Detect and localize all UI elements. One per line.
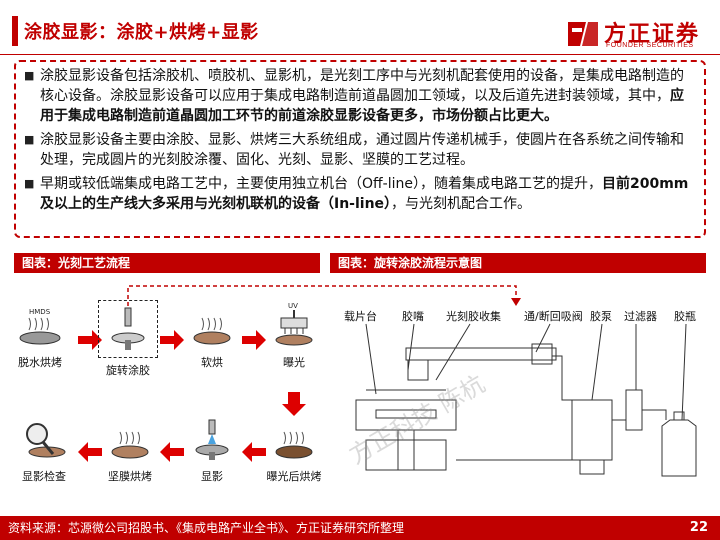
step-label: 显影检查 xyxy=(22,470,66,483)
figure-title-spin-coat: 图表：旋转涂胶流程示意图 xyxy=(330,253,706,273)
title-accent-bar xyxy=(12,16,18,46)
bullet-square-icon: ■ xyxy=(24,69,35,82)
step-label: 显影 xyxy=(201,470,223,483)
post-exposure-bake-icon xyxy=(275,431,313,459)
figure-title-process: 图表：光刻工艺流程 xyxy=(14,253,320,273)
diagram-label-bottle: 胶瓶 xyxy=(674,310,696,323)
step-develop: 显影 xyxy=(182,414,242,484)
step-label: 软烘 xyxy=(201,356,223,369)
founder-logo-icon xyxy=(568,22,598,46)
step-spin-coat: 旋转涂胶 xyxy=(98,300,158,378)
source-note: 资料来源：芯源微公司招股书、《集成电路产业全书》、方正证券研究所整理 xyxy=(8,521,405,535)
bullet-item: ■ 早期或较低端集成电路工艺中，主要使用独立机台（Off-line），随着集成电… xyxy=(24,174,696,214)
bullet-square-icon: ■ xyxy=(24,133,35,146)
step-label: 曝光后烘烤 xyxy=(266,470,322,483)
inspection-icon xyxy=(26,423,66,458)
logo-chinese: 方正证券 xyxy=(604,22,701,47)
bullet-tail: ，与光刻机配合工作。 xyxy=(391,196,532,212)
spin-coat-icon xyxy=(111,307,145,350)
step-label: 曝光 xyxy=(283,356,305,369)
summary-box: ■ 涂胶显影设备包括涂胶机、喷胶机、显影机，是光刻工序中与光刻机配套使用的设备，… xyxy=(14,60,706,238)
logo-english: FOUNDER SECURITIES xyxy=(606,42,694,49)
diagram-label-nozzle: 胶嘴 xyxy=(402,310,424,323)
bullet-square-icon: ■ xyxy=(24,177,35,190)
exposure-icon: UV xyxy=(275,302,313,346)
spin-coat-diagram: 载片台 胶嘴 光刻胶收集 通/断回吸阀 胶泵 过滤器 胶瓶 xyxy=(336,300,706,496)
bullet-item: ■ 涂胶显影设备包括涂胶机、喷胶机、显影机，是光刻工序中与光刻机配套使用的设备，… xyxy=(24,66,696,126)
step-label: 旋转涂胶 xyxy=(106,364,150,377)
hmds-label: HMDS xyxy=(29,308,51,316)
bullet-emphasis: 应用于集成电路制造前道晶圆加工环节的前道涂胶显影设备更多，市场份额占比更大。 xyxy=(40,88,684,124)
step-exposure: UV 曝光 xyxy=(264,300,324,370)
page-number: 22 xyxy=(689,520,708,535)
step-inspection: 显影检查 xyxy=(14,414,74,484)
step-post-exposure-bake: 曝光后烘烤 xyxy=(262,414,326,484)
header-divider xyxy=(0,54,720,55)
diagram-label-suckback-valve: 通/断回吸阀 xyxy=(524,310,583,323)
bullet-text: 涂胶显影设备主要由涂胶、显影、烘烤三大系统组成，通过圆片传递机械手，使圆片在各系… xyxy=(40,132,684,168)
diagram-label-wafer-stage: 载片台 xyxy=(344,310,377,323)
step-soft-bake: 软烘 xyxy=(182,300,242,370)
diagram-label-resist-collect: 光刻胶收集 xyxy=(446,310,501,323)
develop-icon xyxy=(195,419,229,460)
step-dehydration-bake: HMDS 脱水烘烤 xyxy=(10,300,70,370)
diagram-label-filter: 过滤器 xyxy=(624,310,657,323)
footer-bar: 资料来源：芯源微公司招股书、《集成电路产业全书》、方正证券研究所整理 22 xyxy=(0,516,720,540)
page-title: 涂胶显影：涂胶+烘烤+显影 xyxy=(24,22,259,43)
soft-bake-icon xyxy=(193,317,231,345)
bullet-item: ■ 涂胶显影设备主要由涂胶、显影、烘烤三大系统组成，通过圆片传递机械手，使圆片在… xyxy=(24,130,696,170)
step-label: 坚膜烘烤 xyxy=(108,470,152,483)
uv-label: UV xyxy=(288,302,298,310)
dehydration-bake-icon: HMDS xyxy=(19,308,61,345)
bullet-text: 早期或较低端集成电路工艺中，主要使用独立机台（Off-line），随着集成电路工… xyxy=(40,176,602,192)
founder-logo: 方正证券 FOUNDER SECURITIES xyxy=(566,14,712,54)
step-label: 脱水烘烤 xyxy=(18,356,62,369)
bullet-emphasis: 目前200mm及以上的生产线大多采用与光刻机联机的设备（In-line） xyxy=(40,176,689,212)
diagram-label-pump: 胶泵 xyxy=(590,310,612,323)
spin-coat-machine-drawing xyxy=(355,323,697,477)
hard-bake-icon xyxy=(111,431,149,459)
bullet-text: 涂胶显影设备包括涂胶机、喷胶机、显影机，是光刻工序中与光刻机配套使用的设备，是集… xyxy=(40,68,684,104)
step-hard-bake: 坚膜烘烤 xyxy=(100,414,160,484)
